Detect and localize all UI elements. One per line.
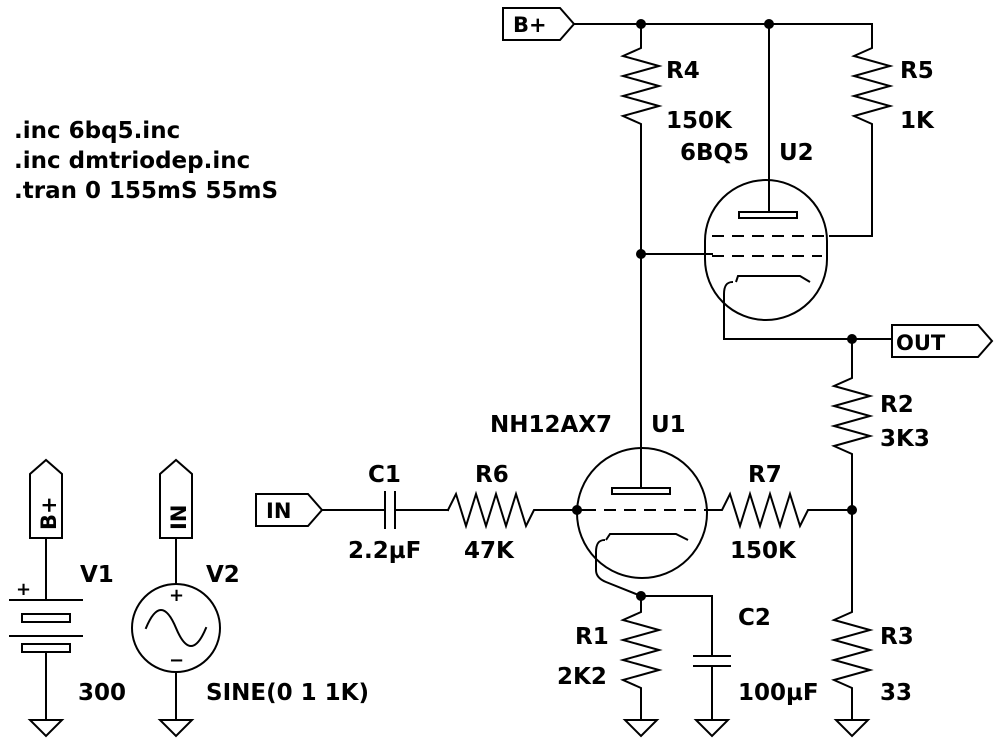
r1-value: 2K2: [557, 664, 607, 690]
resistor-r2[interactable]: [830, 338, 874, 511]
r1-name: R1: [575, 624, 609, 650]
resistor-r5[interactable]: [829, 39, 894, 237]
ground-v1: [27, 719, 65, 738]
c2-name: C2: [738, 605, 771, 631]
ground-r3: [833, 719, 871, 738]
c1-value: 2.2µF: [348, 538, 421, 564]
v1-plus: +: [16, 579, 31, 600]
v2-minus: −: [169, 650, 184, 671]
v1-value: 300: [78, 680, 126, 706]
c2-value: 100µF: [738, 680, 819, 706]
v2-name: V2: [206, 562, 240, 588]
r2-value: 3K3: [880, 426, 930, 452]
port-out-label: OUT: [896, 331, 946, 355]
directive-inc-dmtriodep: .inc dmtriodep.inc: [14, 148, 250, 174]
battery-v1[interactable]: [9, 537, 83, 721]
r3-value: 33: [880, 680, 912, 706]
tube-u2-6bq5[interactable]: [704, 23, 830, 340]
port-bplus-source-label: B+: [37, 496, 61, 530]
resistor-r1[interactable]: [619, 595, 663, 721]
port-in[interactable]: IN: [255, 493, 324, 527]
v2-plus: +: [169, 585, 184, 606]
r5-value: 1K: [900, 108, 935, 134]
r4-name: R4: [666, 58, 700, 84]
port-in-label: IN: [266, 499, 291, 523]
r6-name: R6: [475, 462, 509, 488]
directive-tran: .tran 0 155mS 55mS: [14, 178, 278, 204]
r7-value: 150K: [730, 538, 797, 564]
v1-name: V1: [80, 562, 114, 588]
u1-name: U1: [651, 412, 686, 438]
u1-model: NH12AX7: [490, 412, 612, 438]
port-bplus-top[interactable]: B+: [502, 7, 576, 41]
c1-name: C1: [368, 462, 401, 488]
r6-value: 47K: [464, 538, 515, 564]
port-bplus-source[interactable]: B+: [29, 458, 63, 539]
port-in-source[interactable]: IN: [159, 458, 193, 539]
resistor-r4[interactable]: [619, 23, 663, 255]
v2-value: SINE(0 1 1K): [206, 680, 369, 706]
port-out[interactable]: OUT: [891, 324, 994, 358]
r3-name: R3: [880, 624, 914, 650]
sine-source-v2[interactable]: [131, 537, 221, 721]
ground-c2: [693, 719, 731, 738]
u2-name: U2: [779, 140, 814, 166]
wire-u1-cathode: [640, 595, 713, 641]
port-bplus-top-label: B+: [513, 13, 547, 37]
wire-top-rail: [573, 23, 873, 41]
ground-v2: [157, 719, 195, 738]
resistor-r3[interactable]: [830, 509, 874, 721]
r4-value: 150K: [666, 108, 733, 134]
resistor-r6[interactable]: [446, 490, 585, 530]
ground-r1: [622, 719, 660, 738]
directive-inc-6bq5: .inc 6bq5.inc: [14, 118, 180, 144]
r7-name: R7: [748, 462, 782, 488]
resistor-r7[interactable]: [707, 490, 853, 530]
r5-name: R5: [900, 58, 934, 84]
r2-name: R2: [880, 392, 914, 418]
port-in-source-label: IN: [167, 505, 191, 530]
capacitor-c1[interactable]: [321, 491, 449, 529]
u2-model: 6BQ5: [680, 140, 749, 166]
capacitor-c2[interactable]: [693, 639, 731, 721]
tube-u1-nh12ax7[interactable]: [576, 253, 708, 598]
